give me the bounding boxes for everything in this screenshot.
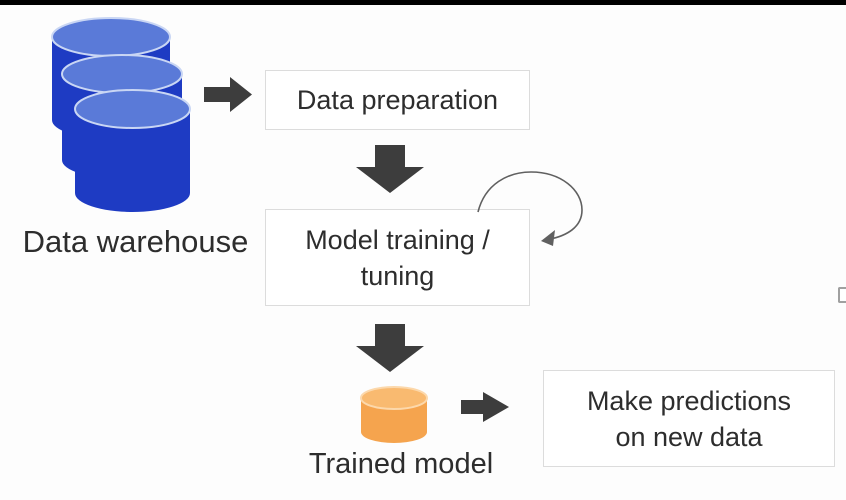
make-predictions-label-line2: on new data bbox=[615, 421, 763, 452]
arrow-down-icon bbox=[356, 324, 424, 372]
database-stack-icon bbox=[51, 17, 191, 213]
data-preparation-label: Data preparation bbox=[296, 85, 499, 115]
model-training-node: Model training / tuning bbox=[265, 209, 530, 306]
arrow-down-icon bbox=[356, 145, 424, 193]
model-training-label-line1: Model training / bbox=[305, 224, 490, 255]
database-icon bbox=[360, 386, 428, 443]
arrow-right-icon bbox=[461, 392, 509, 422]
arrow-right-icon bbox=[204, 77, 252, 112]
make-predictions-node: Make predictions on new data bbox=[543, 370, 835, 467]
make-predictions-label-line1: Make predictions bbox=[586, 385, 792, 416]
clipped-edge-fragment bbox=[838, 287, 846, 303]
top-letterbox-bar bbox=[0, 0, 846, 5]
model-training-label-line2: tuning bbox=[360, 260, 435, 291]
trained-model-label: Trained model bbox=[308, 448, 494, 480]
data-preparation-node: Data preparation bbox=[265, 70, 530, 130]
self-loop-arrow-icon bbox=[477, 171, 583, 246]
data-warehouse-label: Data warehouse bbox=[22, 224, 249, 259]
